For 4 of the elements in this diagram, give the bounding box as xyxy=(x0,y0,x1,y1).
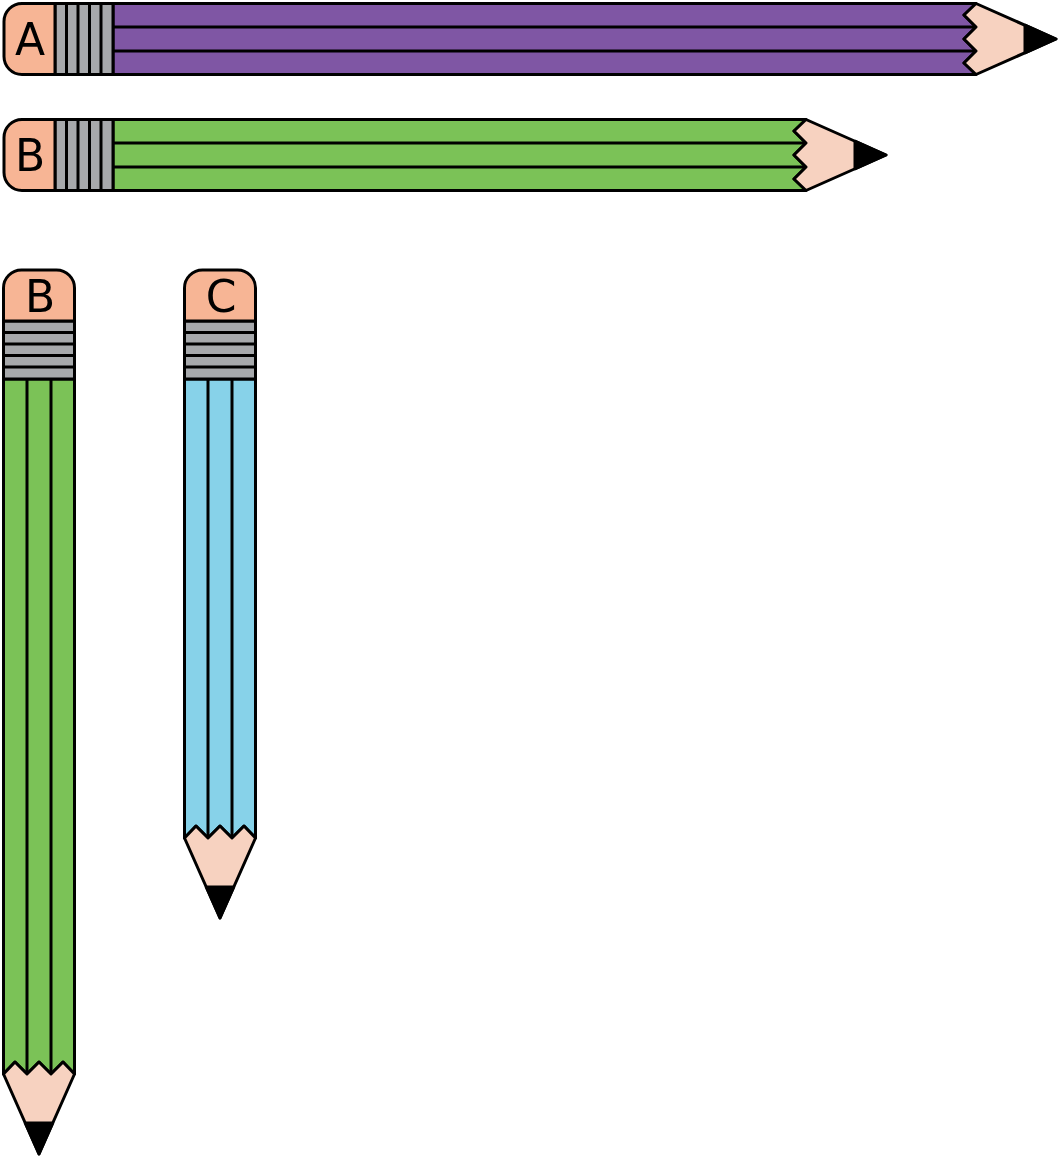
pencil-letter: B xyxy=(14,134,46,178)
pencil-letter: C xyxy=(205,275,237,319)
pencil-letter: A xyxy=(14,18,46,62)
pencil-letter: B xyxy=(24,275,56,319)
